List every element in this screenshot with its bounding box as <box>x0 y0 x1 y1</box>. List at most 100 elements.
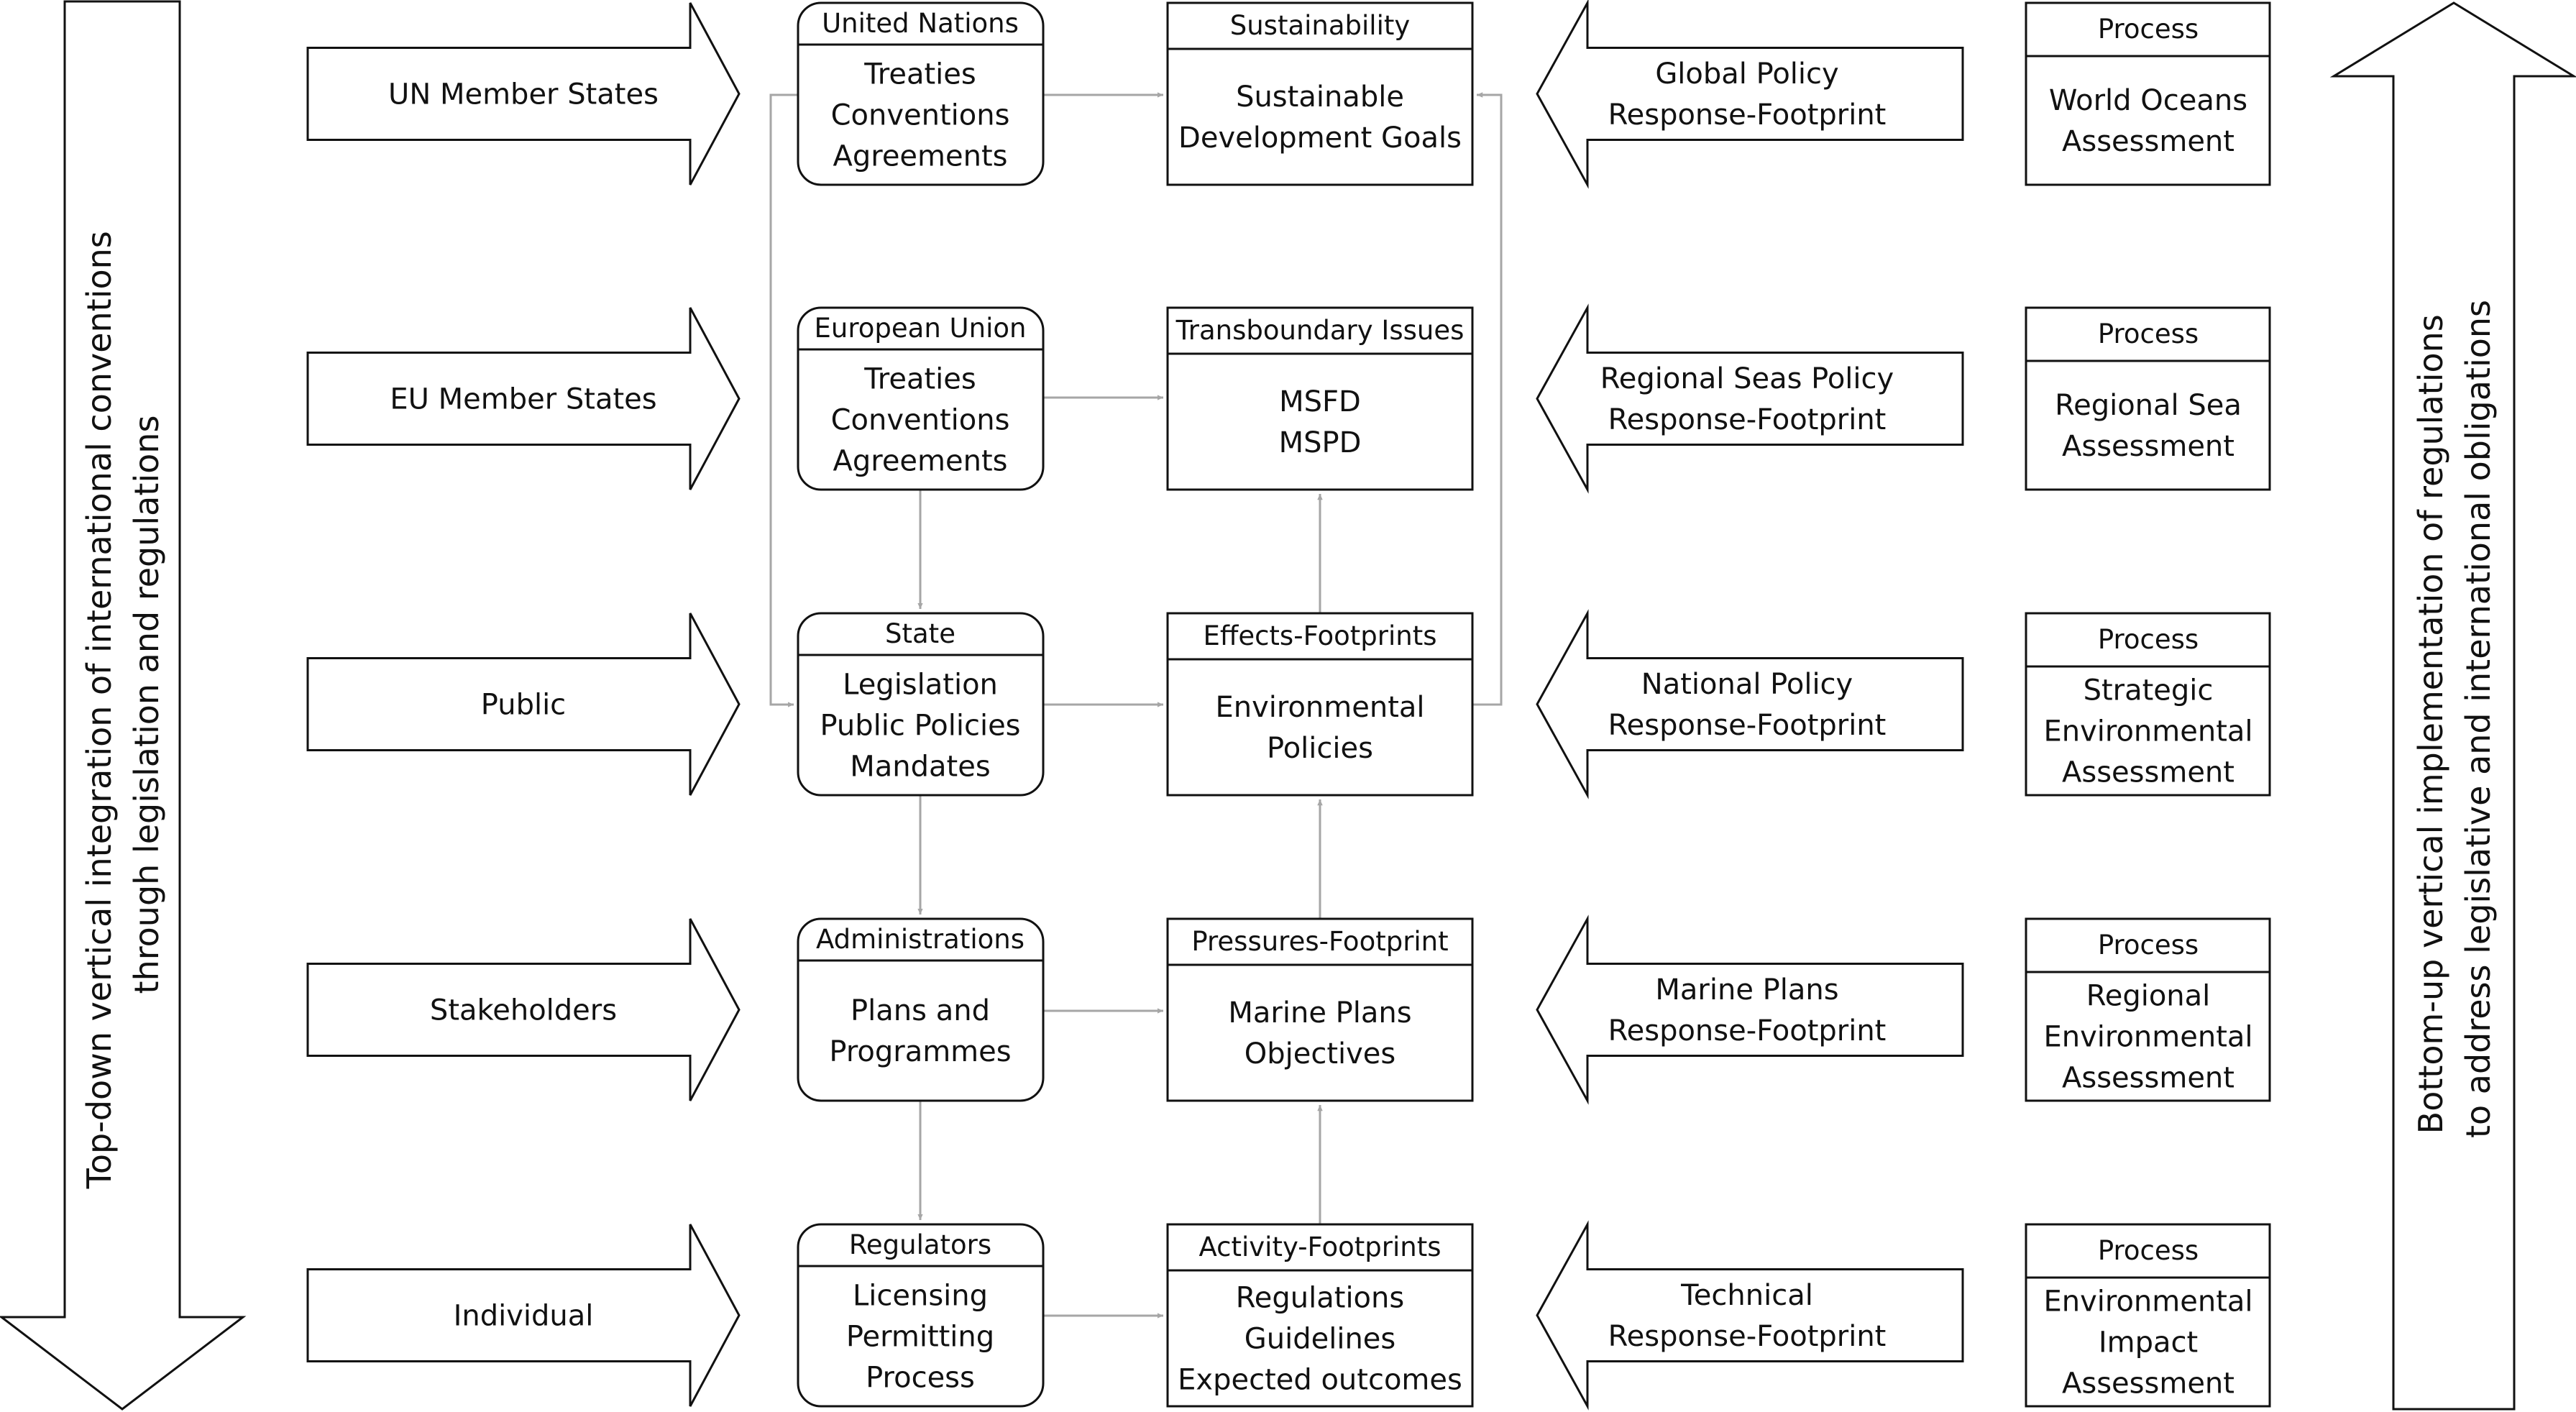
footprint-header: Transboundary Issues <box>1175 315 1465 346</box>
actor-label: UN Member States <box>388 78 659 111</box>
footprint-box-frame <box>1166 612 1474 797</box>
actor-label: Individual <box>454 1300 594 1333</box>
footprint-box-frame <box>1166 1 1474 186</box>
actor-arrow: UN Member States <box>306 2 741 185</box>
process-header: Process <box>2098 624 2199 655</box>
top-down-arrow-label: Top-down vertical integration of interna… <box>80 221 166 1190</box>
institution-box-frame <box>797 1223 1045 1408</box>
top-down-arrow: Top-down vertical integration of interna… <box>0 0 247 1411</box>
connector-effects-loop-to-sustainability <box>1472 92 1503 706</box>
process-box-frame <box>2025 917 2271 1102</box>
response-arrow-shape <box>1536 1220 1964 1411</box>
bottom-up-arrow-label: Bottom-up vertical implementation of reg… <box>2411 300 2498 1138</box>
process-box-frame <box>2025 306 2271 491</box>
connector-lines <box>769 92 1503 1319</box>
institution-box-frame <box>797 1 1045 186</box>
institution-box-frame <box>797 917 1045 1102</box>
actor-arrow-shape <box>306 918 741 1101</box>
connector-un-loop-to-state <box>769 93 798 707</box>
response-arrow-shape <box>1536 303 1964 494</box>
institution-header: United Nations <box>822 8 1019 39</box>
actor-arrow: Public <box>306 613 741 796</box>
actor-label: EU Member States <box>390 383 656 416</box>
process-header: Process <box>2098 930 2199 961</box>
footprint-box-frame <box>1166 306 1474 491</box>
actor-arrow: EU Member States <box>306 307 741 490</box>
bottom-up-arrow: Bottom-up vertical implementation of reg… <box>2329 1 2576 1411</box>
institution-header: State <box>885 618 955 649</box>
institution-header: Administrations <box>816 924 1025 955</box>
actor-arrow: Individual <box>306 1224 741 1407</box>
actor-label: Stakeholders <box>430 994 617 1027</box>
footprint-header: Activity-Footprints <box>1198 1232 1441 1262</box>
actor-arrow: Stakeholders <box>306 918 741 1101</box>
institution-header: European Union <box>815 313 1027 344</box>
actor-arrow-shape <box>306 2 741 185</box>
actor-arrow-shape <box>306 307 741 490</box>
institution-box-frame <box>797 612 1045 797</box>
institution-box-frame <box>797 306 1045 491</box>
process-box-frame <box>2025 1223 2271 1408</box>
footprint-header: Effects-Footprints <box>1203 620 1436 651</box>
footprint-box-frame <box>1166 1223 1474 1408</box>
footprint-header: Pressures-Footprint <box>1191 926 1448 957</box>
process-box-frame <box>2025 1 2271 186</box>
actor-arrow-shape <box>306 613 741 796</box>
process-header: Process <box>2098 14 2199 45</box>
response-arrow-shape <box>1536 914 1964 1105</box>
institution-header: Regulators <box>849 1229 991 1260</box>
response-arrow-shape <box>1536 609 1964 799</box>
actor-arrow-shape <box>306 1224 741 1407</box>
footprint-box-frame <box>1166 917 1474 1102</box>
actor-label: Public <box>481 689 566 722</box>
process-header: Process <box>2098 1235 2199 1266</box>
footprint-header: Sustainability <box>1230 10 1411 41</box>
